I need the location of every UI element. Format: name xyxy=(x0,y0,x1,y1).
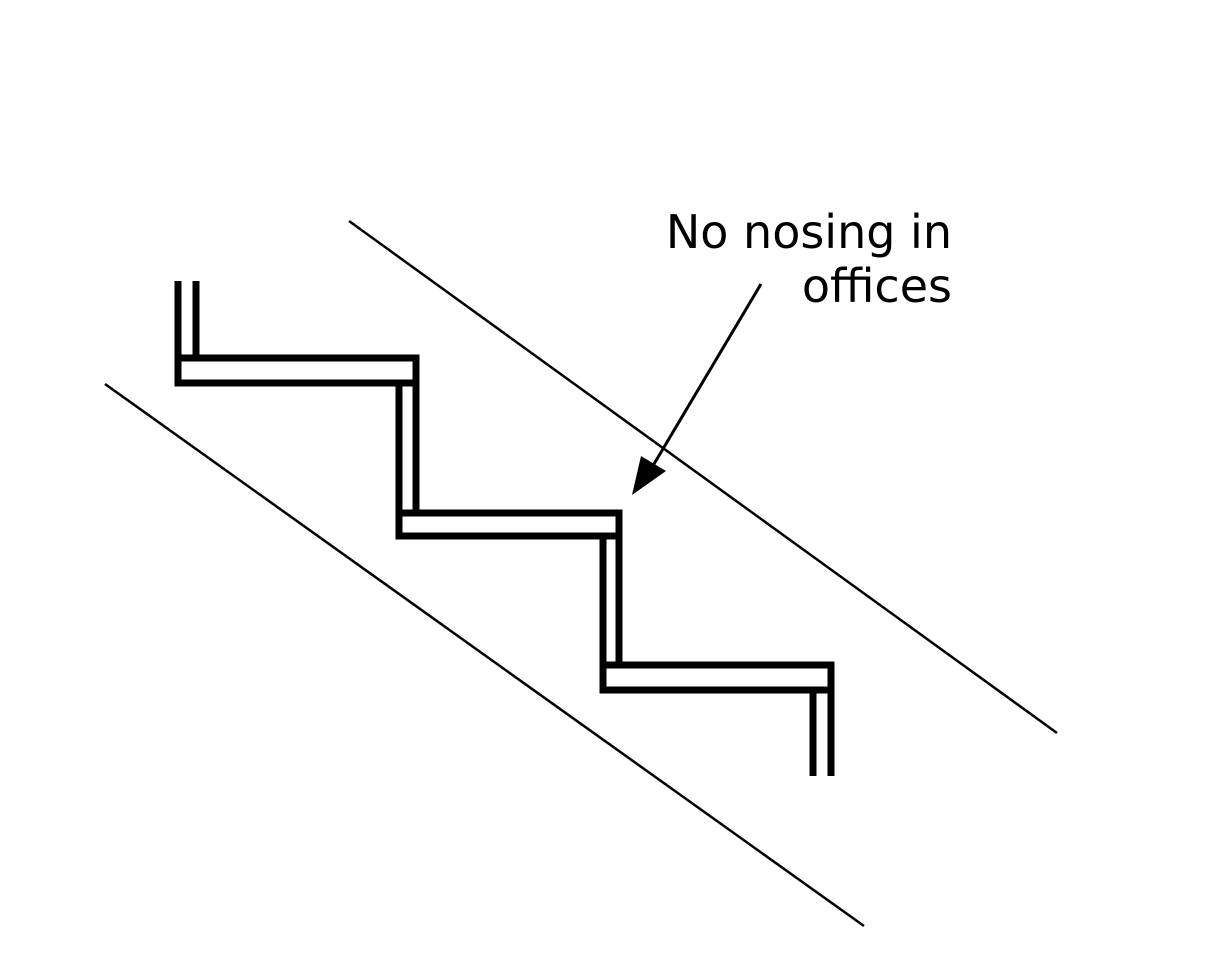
tread-2 xyxy=(395,509,623,540)
annotation-line-2: offices xyxy=(801,259,952,313)
tread-1 xyxy=(174,354,420,387)
tread-3 xyxy=(599,661,835,694)
upper-pitch-line xyxy=(348,219,1058,735)
lower-pitch-line xyxy=(104,382,865,928)
annotation-line-1: No nosing in xyxy=(665,205,952,259)
leader-arrow xyxy=(632,283,763,495)
nosing-annotation: No nosing in offices xyxy=(666,205,952,313)
bottom-riser xyxy=(809,665,835,776)
arrowhead-icon xyxy=(632,456,666,495)
